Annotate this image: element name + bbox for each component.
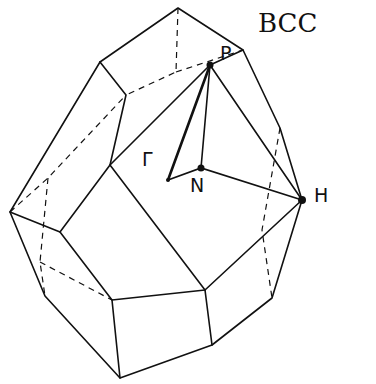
hidden-edges — [10, 8, 280, 300]
point-dot — [298, 196, 306, 204]
front-face — [110, 65, 302, 290]
point-dot — [166, 178, 170, 182]
point-label: N — [190, 176, 204, 195]
edge — [205, 290, 212, 345]
point-dot — [207, 62, 214, 69]
hidden-edge — [40, 178, 48, 296]
gamma-p-line — [168, 65, 210, 180]
hidden-edge — [126, 8, 178, 95]
edge — [60, 232, 205, 300]
point-dot — [198, 165, 205, 172]
p-n-line — [201, 65, 210, 168]
point-label: Γ — [142, 150, 153, 169]
points — [166, 62, 306, 205]
symmetry-lines — [168, 65, 302, 200]
edge — [100, 62, 126, 165]
gamma-n-h-line — [168, 168, 302, 200]
point-label: P — [220, 44, 231, 63]
edge — [112, 200, 302, 378]
point-label: H — [314, 186, 328, 205]
hidden-edge — [10, 95, 126, 212]
hidden-edge — [262, 128, 280, 298]
edge — [10, 212, 120, 378]
edge — [100, 8, 243, 65]
zone-edges — [10, 8, 302, 378]
edge — [10, 62, 110, 232]
hidden-edge — [40, 262, 112, 300]
diagram-title: BCC — [258, 10, 317, 36]
